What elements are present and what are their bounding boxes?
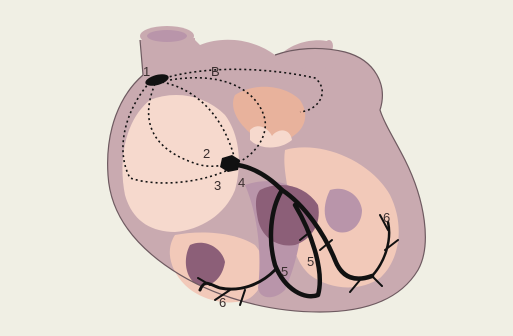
- vessel-opening-2: [325, 60, 333, 72]
- aorta-opening-inner: [147, 30, 187, 42]
- label-5-right: 5: [307, 254, 314, 269]
- label-6-right: 6: [383, 210, 390, 225]
- label-2: 2: [203, 146, 210, 161]
- label-3: 3: [214, 178, 221, 193]
- label-1: 1: [143, 64, 150, 79]
- label-b: B: [211, 64, 220, 79]
- label-5-left: 5: [281, 264, 288, 279]
- label-6-bottom: 6: [219, 295, 226, 310]
- label-4: 4: [238, 175, 245, 190]
- vessel-opening-1: [325, 40, 333, 52]
